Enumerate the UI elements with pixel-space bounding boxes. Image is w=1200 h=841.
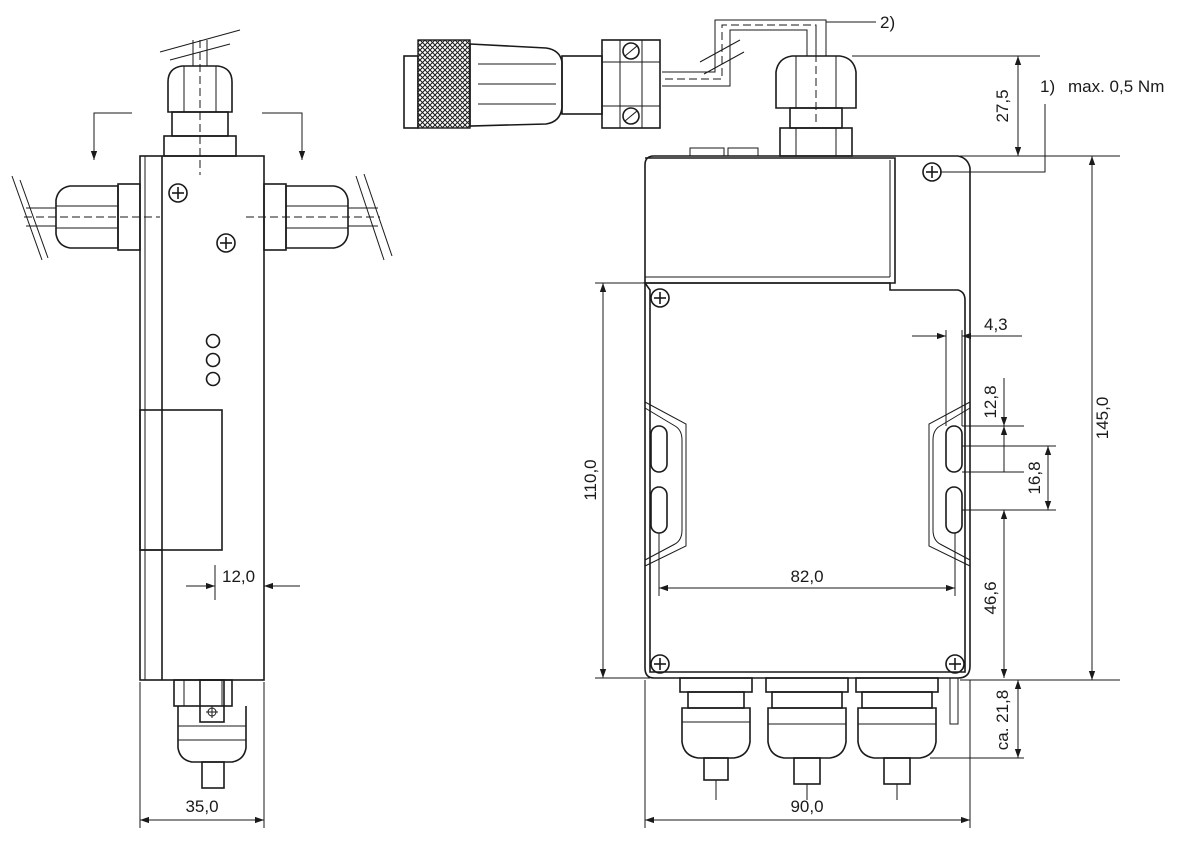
dim-bottom-46-6: 46,6 (981, 581, 1000, 614)
knurled-nut (417, 39, 471, 129)
front-housing (644, 155, 971, 679)
front-top-cable-gland (775, 30, 857, 157)
dim-hole-spacing-82: 82,0 (790, 567, 823, 586)
side-housing (139, 155, 265, 681)
side-top-cable-gland (159, 29, 241, 175)
rotate-arrow-left (90, 112, 132, 160)
dim-side-width: 35,0 (185, 797, 218, 816)
note-1-marker: 1) (1040, 77, 1055, 96)
dim-height-110: 110,0 (581, 459, 600, 500)
front-bottom-gland-3 (855, 677, 939, 800)
front-screw-icon-mid-left (650, 288, 670, 308)
note-1-torque: max. 0,5 Nm (1068, 77, 1164, 96)
front-screw-icon-bottom-left (650, 654, 670, 674)
dim-slot-12-8: 12,8 (981, 385, 1000, 418)
note-2-marker: 2) (880, 13, 895, 32)
front-bottom-gland-2 (765, 677, 849, 800)
dim-slot-16-8: 16,8 (1025, 461, 1044, 494)
front-bottom-gland-1 (679, 677, 753, 800)
side-left-cable-gland (11, 175, 160, 261)
side-view: 12,0 35,0 (11, 29, 393, 828)
m12-connector (403, 39, 661, 129)
dim-height-145: 145,0 (1093, 397, 1112, 440)
front-top-cover (645, 157, 896, 284)
front-screw-icon-bottom-right (945, 654, 965, 674)
dim-wall-12: 12,0 (222, 567, 255, 586)
side-cover-plate (139, 409, 223, 551)
dim-front-width: 90,0 (790, 797, 823, 816)
cable-to-m12-connector (662, 19, 827, 87)
side-screw-icon-1 (168, 183, 188, 203)
side-bottom-connector (173, 679, 247, 789)
side-right-cable-gland (246, 173, 393, 261)
front-view: 2) 27,5 1) max. 0,5 Nm 145,0 110,0 82,0 … (403, 13, 1164, 828)
dim-gland-21-8: ca. 21,8 (993, 690, 1012, 751)
led-indicator-icons (205, 333, 221, 387)
rotate-arrow-right (262, 112, 306, 160)
dim-edge-4-3: 4,3 (984, 315, 1008, 334)
side-screw-icon-2 (216, 233, 236, 253)
front-screw-icon-top-right (922, 162, 942, 182)
dim-gland-27-5: 27,5 (993, 89, 1012, 122)
